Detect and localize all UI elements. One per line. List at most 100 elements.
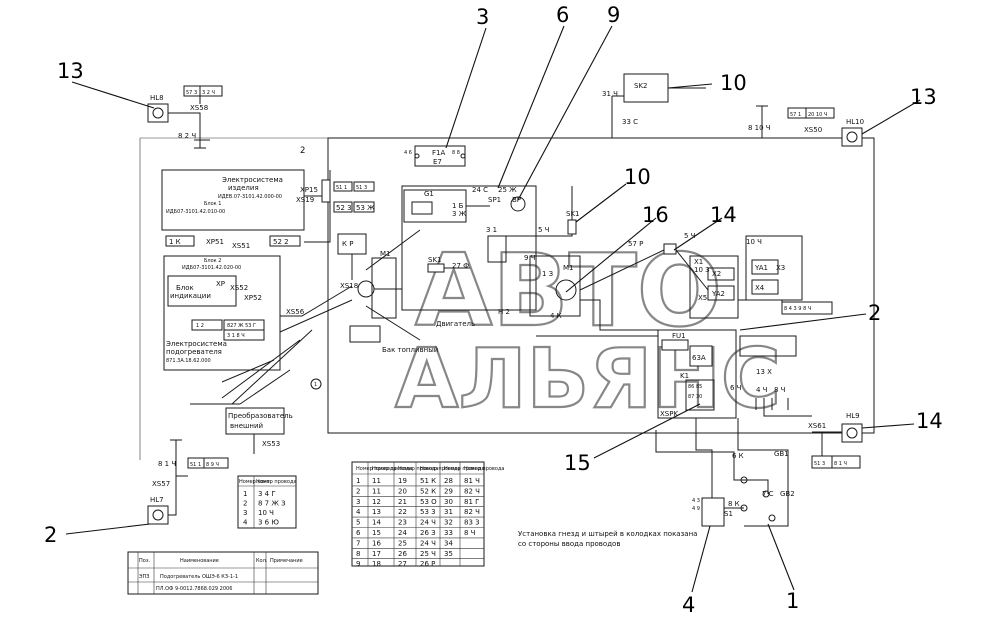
- contact-head-1: Номер конт.: [239, 479, 272, 485]
- g1-box: [403, 189, 467, 223]
- leader-13b: [861, 423, 915, 429]
- callout-1: 1: [786, 589, 799, 613]
- conn-strip-a: [191, 319, 223, 331]
- wire-89ch: 8 9 Ч: [206, 462, 219, 468]
- wire-3zh: 3 Ж: [452, 210, 467, 218]
- hl8-label: HL8: [150, 94, 164, 102]
- fuel-tank-label: Бак топливный: [382, 346, 438, 354]
- conn-table-cell: 12: [372, 498, 381, 506]
- conn-table-cell: 3: [356, 498, 360, 506]
- wire-43: 4 3: [692, 498, 700, 504]
- title-block-frame: [127, 551, 319, 595]
- fuel-tank-connector: [371, 257, 397, 319]
- relay-top-right: [739, 335, 797, 357]
- conn-table-cell: 82 Ч: [464, 487, 480, 495]
- fuse-a: [661, 339, 689, 351]
- conn-2010: [805, 107, 835, 119]
- wire-810: 8 10 Ч: [748, 124, 771, 132]
- node-one: [310, 378, 322, 390]
- leader-4: [691, 525, 711, 593]
- relay-ya1: [751, 259, 779, 275]
- conn-table-cell: 11: [372, 477, 381, 485]
- x3-label: X3: [776, 264, 785, 272]
- title-row-code: ЭПЗ: [139, 574, 149, 580]
- sk1b-label: SK1: [566, 210, 580, 218]
- block2-b: ИДБ07-3101.42.020-00: [182, 265, 241, 271]
- ya1-label: YA1: [754, 264, 768, 272]
- wire-513: 51 3: [356, 185, 367, 191]
- f1a-pin-a: [414, 153, 420, 159]
- leader-2b: [739, 313, 867, 331]
- g1-inner: [411, 201, 433, 215]
- sk1-label: SK1: [428, 256, 442, 264]
- note-line-2: со стороны ввода проводов: [518, 540, 620, 548]
- wire-6ch: 6 Ч: [730, 384, 742, 392]
- f1a-label: F1A: [432, 149, 445, 157]
- conn-table-cell: 81 Ч: [464, 477, 480, 485]
- conn-table-cell: 81 Г: [464, 498, 479, 506]
- contact-table-cell: 3 4 Г: [258, 490, 276, 498]
- leader-15: [593, 403, 701, 459]
- bp-label: BP: [512, 196, 521, 204]
- motor-label: Двигатель: [436, 320, 475, 328]
- x4-label: X4: [755, 284, 765, 292]
- conn-522: [269, 235, 301, 247]
- wire-88: 8 8: [452, 150, 460, 156]
- conn-table-cell: 19: [398, 477, 407, 485]
- wire-46: 4 6: [404, 150, 412, 156]
- fuse-b: [689, 345, 713, 367]
- callout-12: 13: [57, 59, 84, 83]
- conn-523: [333, 201, 353, 213]
- wire-573: 57 3: [186, 90, 197, 96]
- wire-523: 52 3: [336, 204, 352, 212]
- sheet-number: 2: [300, 146, 305, 156]
- title-row-doc: ПЛ.ОФ 9-0012.7868.029 2006: [156, 586, 232, 592]
- contact-table-cell: 3 6 Ю: [258, 519, 279, 527]
- wires: [168, 87, 842, 527]
- conn-table-cell: 83 3: [464, 519, 480, 527]
- block1-a: Блок 1: [204, 201, 221, 207]
- wire-13: 1 З: [542, 270, 554, 278]
- conn-table-cell: 16: [372, 539, 381, 547]
- wire-6k: 6 К: [732, 452, 744, 460]
- conn-table-cell: 25 Ч: [420, 550, 436, 558]
- wire-heater-pump-2: [279, 299, 353, 333]
- leader-3: [445, 27, 487, 149]
- e7-label: E7: [433, 158, 442, 166]
- conn-table-cell: 51 К: [420, 477, 436, 485]
- wire-5ch-b: 5 Ч: [684, 232, 696, 240]
- conn-table-cell: 53 3: [420, 508, 436, 516]
- wire-24c: 24 С: [472, 186, 488, 194]
- wire-31: 3 1: [486, 226, 497, 234]
- heater-unit-frame: [401, 185, 537, 311]
- callout-9: 9: [607, 3, 620, 27]
- wire-511: 51 1: [336, 185, 347, 191]
- conn-table-cell: 31: [444, 508, 453, 516]
- conn-strip-c: [223, 329, 265, 341]
- pressure-sensor: [510, 196, 526, 212]
- xs51-label: XS51: [232, 242, 250, 250]
- xs56-label: XS56: [286, 308, 305, 316]
- xs19-label: XS19: [296, 196, 314, 204]
- leader-16: [565, 217, 657, 293]
- wire-block1-right: [304, 170, 331, 243]
- wire-fuse-legs: [755, 398, 789, 410]
- title-col-2: Наименование: [180, 558, 219, 564]
- wire-hl8-ground: [194, 132, 206, 149]
- conn-table-cell: 53 О: [420, 498, 437, 506]
- m1b-label: M1: [563, 264, 574, 272]
- xs58-label: XS58: [190, 104, 208, 112]
- xs53-label: XS53: [262, 440, 280, 448]
- callout-leaders: [65, 25, 921, 593]
- xs50-label: XS50: [804, 126, 822, 134]
- conn-89ch: [203, 457, 229, 469]
- conn-table-cell: 11: [372, 487, 381, 495]
- wire-571: 57 1: [790, 112, 801, 118]
- main-frame: [327, 137, 875, 434]
- sp1-body: [487, 235, 507, 263]
- conn-table-cell: 34: [444, 539, 453, 547]
- xp15-label: XP15: [300, 186, 318, 194]
- callout-15: 15: [564, 451, 591, 475]
